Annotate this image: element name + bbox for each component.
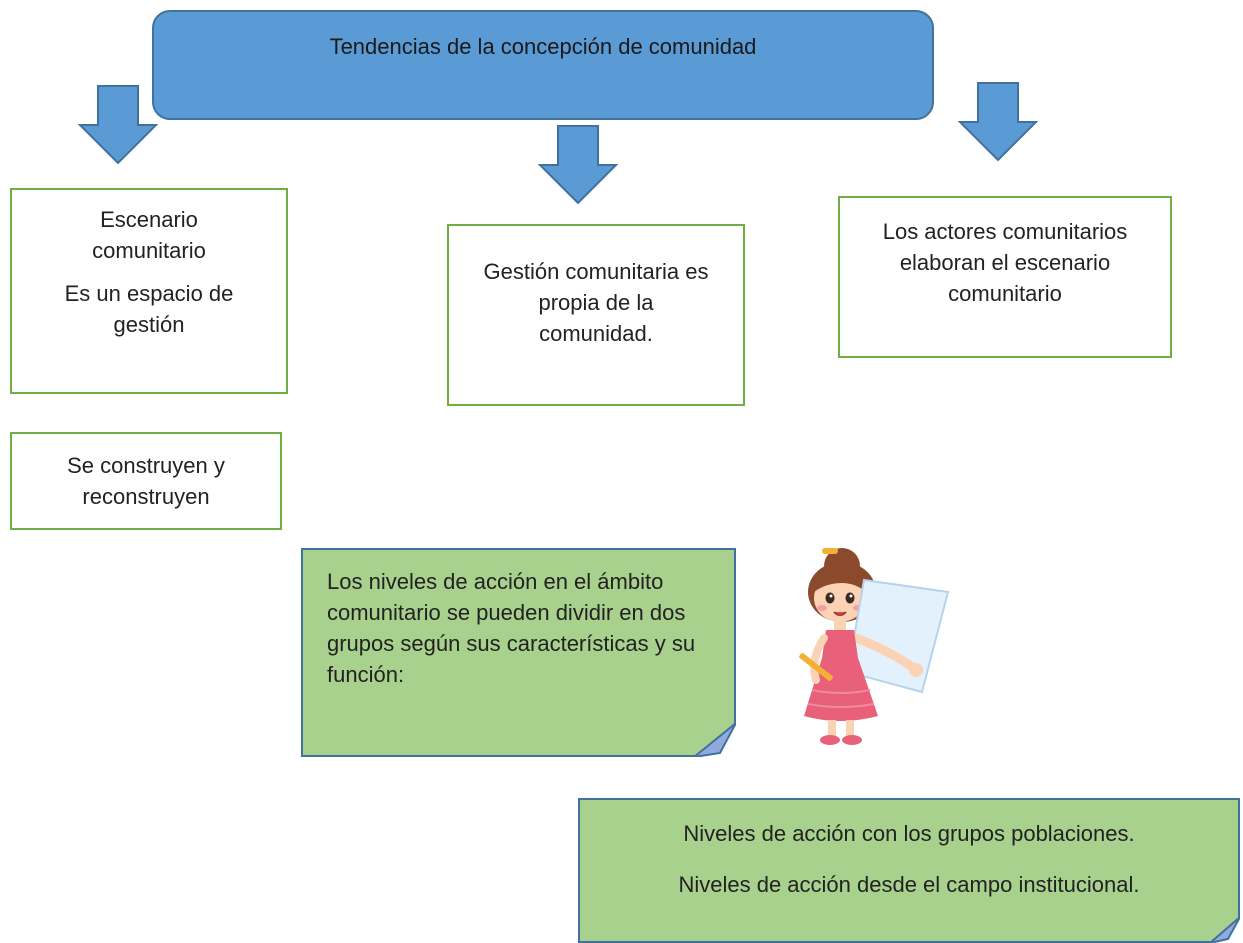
escenario-box: Escenario comunitario Es un espacio de g… (10, 188, 288, 394)
note-fold-icon (1210, 917, 1240, 943)
niveles-list-item-1: Niveles de acción con los grupos poblaci… (683, 821, 1135, 846)
reconstruyen-text: Se construyen y reconstruyen (67, 453, 225, 509)
arrow-down-icon (78, 85, 158, 165)
niveles-list-note: Niveles de acción con los grupos poblaci… (578, 798, 1240, 943)
girl-holding-paper-illustration (799, 548, 950, 745)
arrow-down-icon (538, 125, 618, 205)
gestion-box: Gestión comunitaria es propia de la comu… (447, 224, 745, 406)
escenario-heading: Escenario comunitario (92, 207, 206, 263)
gestion-text: Gestión comunitaria es propia de la comu… (483, 259, 709, 346)
actores-text: Los actores comunitarios elaboran el esc… (882, 219, 1128, 306)
escenario-description: Es un espacio de gestión (64, 281, 234, 337)
reconstruyen-box: Se construyen y reconstruyen (10, 432, 282, 530)
actores-box: Los actores comunitarios elaboran el esc… (838, 196, 1172, 358)
niveles-intro-text: Los niveles de acción en el ámbito comun… (327, 569, 696, 687)
niveles-list-item-2: Niveles de acción desde el campo institu… (678, 872, 1140, 897)
arrow-down-icon (958, 82, 1038, 162)
diagram-title-box: Tendencias de la concepción de comunidad (152, 10, 934, 120)
note-fold-icon (694, 723, 736, 757)
niveles-intro-note: Los niveles de acción en el ámbito comun… (301, 548, 736, 757)
diagram-title: Tendencias de la concepción de comunidad (329, 34, 757, 59)
